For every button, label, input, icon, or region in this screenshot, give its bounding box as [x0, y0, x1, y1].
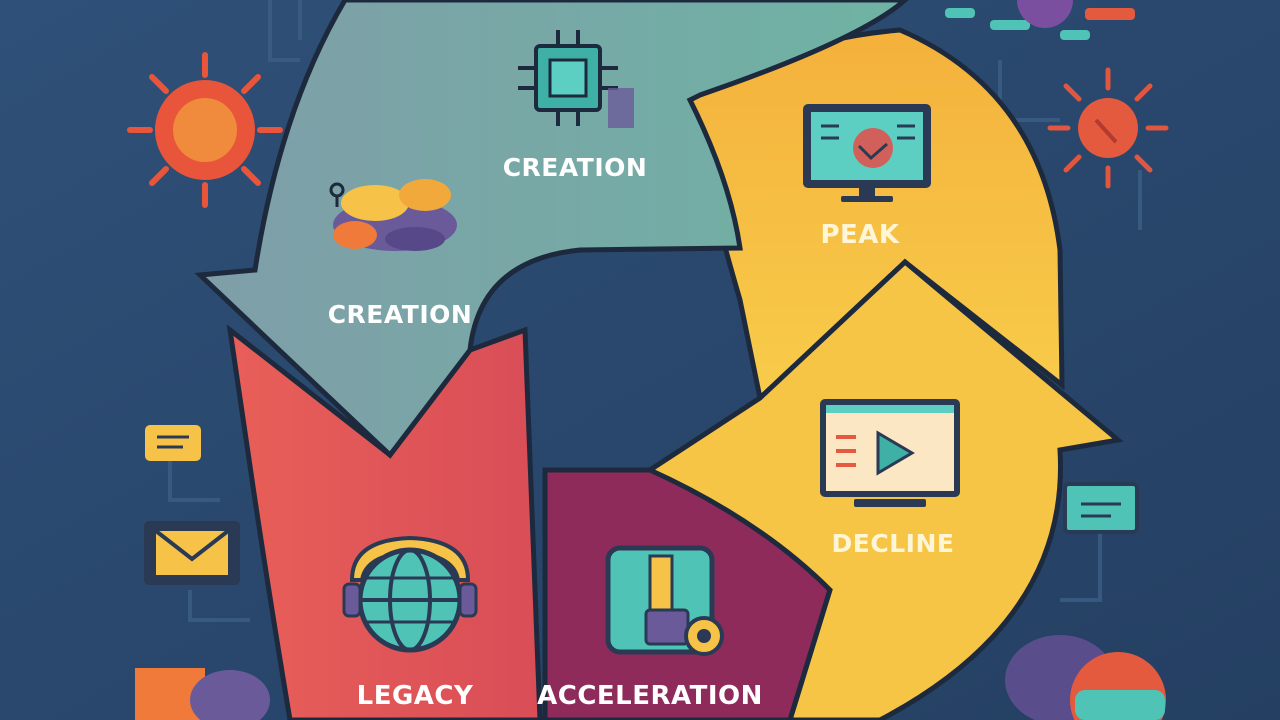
bottom-left-decor	[135, 668, 270, 720]
label-acceleration: ACCELERATION	[537, 681, 763, 711]
label-peak: PEAK	[820, 220, 899, 250]
document-icon	[1063, 482, 1139, 534]
tools-badge-icon	[605, 545, 724, 656]
creation-arrow	[194, 0, 909, 459]
label-top-creation: CREATION	[503, 153, 648, 182]
label-left-creation: CREATION	[328, 300, 473, 329]
cloud-brain-icon	[329, 179, 457, 251]
circuit-chip-icon	[518, 30, 634, 128]
label-legacy: LEGACY	[357, 681, 474, 711]
envelope-icon	[144, 521, 240, 585]
video-player-icon	[820, 399, 960, 507]
bottom-right-decor	[1005, 635, 1166, 720]
legacy-arrow	[226, 324, 543, 720]
top-right-decor	[945, 0, 1135, 40]
globe-helmet-icon	[342, 535, 478, 653]
monitor-graph-icon	[803, 104, 931, 202]
label-decline: DECLINE	[832, 529, 955, 558]
virus-icon	[1047, 67, 1169, 189]
sun-gear-icon	[127, 52, 283, 208]
message-icon	[145, 425, 201, 461]
